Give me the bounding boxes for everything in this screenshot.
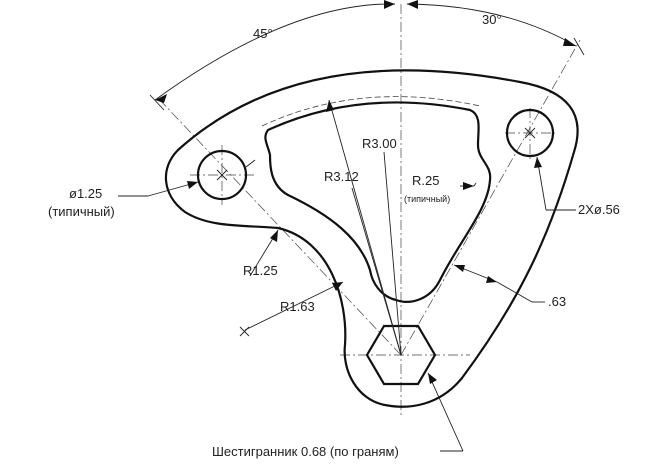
r125-label: R1.25 xyxy=(243,263,278,278)
angle-left-label: 45° xyxy=(253,26,273,41)
angle-dimension: 45° 30° xyxy=(149,0,585,111)
r312-label: R3.12 xyxy=(324,169,359,184)
wall-label: .63 xyxy=(548,294,566,309)
r300-label: R3.00 xyxy=(362,136,397,151)
r025-label: R.25 xyxy=(412,173,439,188)
angle-right-label: 30° xyxy=(482,12,502,27)
r025-note: (типичный) xyxy=(404,194,450,204)
small-holes-label: 2Xø.56 xyxy=(578,202,620,217)
hex-label: Шестигранник 0.68 (по граням) xyxy=(212,444,399,459)
hole-center-marks xyxy=(216,127,536,181)
r300-arc xyxy=(261,96,481,127)
right-hole xyxy=(505,108,555,158)
inner-cutout xyxy=(264,101,492,303)
left-hole xyxy=(196,149,248,201)
hole-dia-dimension: ø1.25 (типичный) xyxy=(48,159,256,219)
center-lines xyxy=(157,4,581,415)
small-holes-dimension: 2Xø.56 xyxy=(534,156,620,217)
radius-leaders xyxy=(239,99,477,356)
wall-dimension: .63 xyxy=(453,264,566,309)
hole-dia-label: ø1.25 xyxy=(69,186,102,201)
r163-label: R1.63 xyxy=(280,299,315,314)
outer-profile xyxy=(164,69,579,408)
hole-dia-note: (типичный) xyxy=(48,204,115,219)
hexagon xyxy=(365,324,437,386)
hex-dimension: Шестигранник 0.68 (по граням) xyxy=(212,372,464,459)
